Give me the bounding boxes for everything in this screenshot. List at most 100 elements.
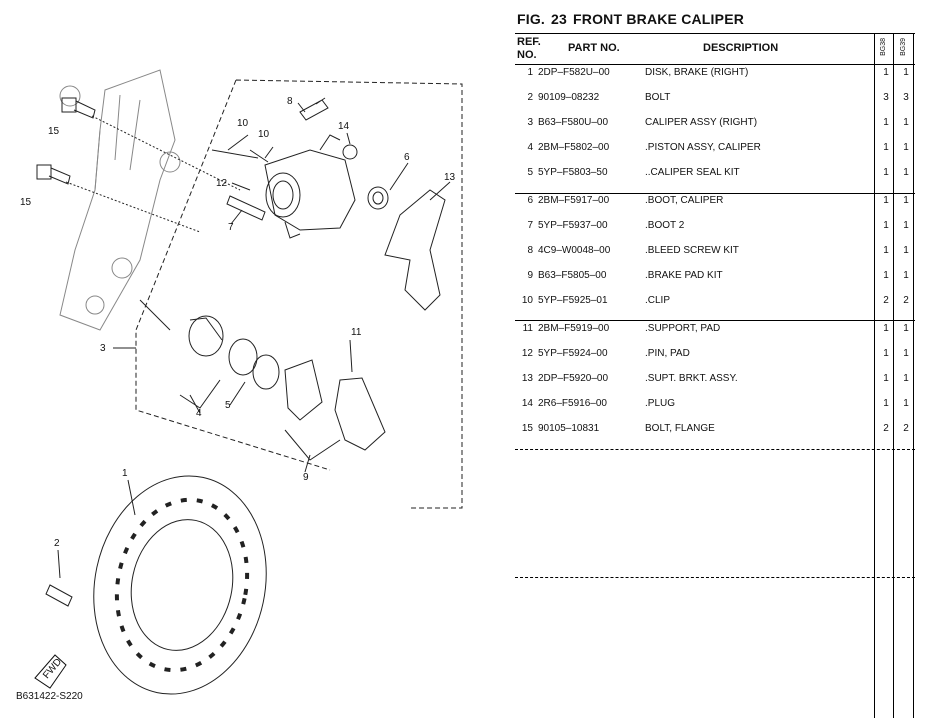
header-part-no: PART NO. xyxy=(568,42,620,54)
row-description: .BOOT, CALIPER xyxy=(645,195,724,206)
row-qty-model-1: 1 xyxy=(883,245,889,256)
caliper-assembly-outline xyxy=(135,79,463,509)
row-description: .BLEED SCREW KIT xyxy=(645,245,739,256)
section-divider xyxy=(515,193,915,194)
figure-number: 23 xyxy=(551,11,568,27)
row-description: DISK, BRAKE (RIGHT) xyxy=(645,67,749,78)
header-ref-line1: REF. xyxy=(517,36,541,48)
section-divider xyxy=(515,320,915,321)
callout-12: 12 xyxy=(216,178,228,189)
row-ref: 7 xyxy=(527,220,533,231)
callout-2: 2 xyxy=(54,538,60,549)
callout-8: 8 xyxy=(287,96,293,107)
row-ref: 12 xyxy=(521,348,533,359)
plug xyxy=(342,144,358,160)
row-part-no: B63–F5805–00 xyxy=(538,270,607,281)
row-description: BOLT, FLANGE xyxy=(645,423,715,434)
disc-bolt xyxy=(45,584,73,607)
row-description: .SUPPORT, PAD xyxy=(645,323,721,334)
row-qty-model-2: 1 xyxy=(903,67,909,78)
row-part-no: B63–F580U–00 xyxy=(538,117,609,128)
table-top-border xyxy=(515,33,915,34)
row-qty-model-2: 1 xyxy=(903,142,909,153)
callout-4: 4 xyxy=(196,408,202,419)
figure-name: FRONT BRAKE CALIPER xyxy=(573,11,745,27)
row-qty-model-2: 2 xyxy=(903,295,909,306)
row-qty-model-1: 1 xyxy=(883,373,889,384)
row-part-no: 5YP–F5803–50 xyxy=(538,167,608,178)
support-bracket xyxy=(384,189,446,311)
callout-10a: 10 xyxy=(237,118,249,129)
row-qty-model-1: 1 xyxy=(883,270,889,281)
callout-1: 1 xyxy=(122,468,128,479)
caliper-body xyxy=(264,134,356,239)
row-ref: 9 xyxy=(527,270,533,281)
header-ref: REF. NO. xyxy=(517,36,541,62)
row-ref: 2 xyxy=(527,92,533,103)
row-qty-model-1: 2 xyxy=(883,295,889,306)
pad-pin xyxy=(226,195,266,221)
row-ref: 6 xyxy=(527,195,533,206)
row-description: .PLUG xyxy=(645,398,676,409)
seal-inner xyxy=(252,354,280,390)
row-qty-model-1: 2 xyxy=(883,423,889,434)
callout-10b: 10 xyxy=(258,129,270,140)
row-qty-model-2: 2 xyxy=(903,423,909,434)
row-description: .BOOT 2 xyxy=(645,220,685,231)
callout-13: 13 xyxy=(444,172,456,183)
section-divider xyxy=(515,577,915,578)
header-divider xyxy=(515,64,915,65)
row-description: .PISTON ASSY, CALIPER xyxy=(645,142,761,153)
callout-14: 14 xyxy=(338,121,350,132)
row-description: .SUPT. BRKT. ASSY. xyxy=(645,373,738,384)
row-part-no: 2BM–F5919–00 xyxy=(538,323,610,334)
header-ref-line2: NO. xyxy=(517,49,537,61)
row-qty-model-2: 1 xyxy=(903,195,909,206)
row-part-no: 5YP–F5925–01 xyxy=(538,295,608,306)
callout-3: 3 xyxy=(100,343,106,354)
callout-labels: 1 2 3 4 5 6 7 8 9 10 10 11 12 13 14 15 1… xyxy=(16,96,456,702)
row-qty-model-2: 1 xyxy=(903,398,909,409)
brake-pad xyxy=(284,359,323,421)
callout-15b: 15 xyxy=(20,197,32,208)
callout-7: 7 xyxy=(228,222,234,233)
row-qty-model-1: 1 xyxy=(883,220,889,231)
row-ref: 4 xyxy=(527,142,533,153)
row-ref: 1 xyxy=(527,67,533,78)
callout-9: 9 xyxy=(303,472,309,483)
row-qty-model-2: 1 xyxy=(903,348,909,359)
row-description: BOLT xyxy=(645,92,671,103)
row-description: .CLIP xyxy=(645,295,671,306)
row-part-no: 5YP–F5924–00 xyxy=(538,348,608,359)
bleed-screw xyxy=(299,97,329,121)
piston xyxy=(188,315,224,357)
row-qty-model-2: 1 xyxy=(903,323,909,334)
row-ref: 15 xyxy=(521,423,533,434)
callout-11: 11 xyxy=(351,327,362,338)
row-qty-model-1: 1 xyxy=(883,398,889,409)
row-qty-model-1: 3 xyxy=(883,92,889,103)
row-part-no: 90109–08232 xyxy=(538,92,600,103)
seal-outer xyxy=(228,338,258,376)
row-ref: 10 xyxy=(521,295,533,306)
header-model-2: BG39 xyxy=(900,38,907,56)
row-description: CALIPER ASSY (RIGHT) xyxy=(645,117,758,128)
row-qty-model-1: 1 xyxy=(883,167,889,178)
column-divider xyxy=(893,33,894,718)
flange-bolt-upper xyxy=(61,97,96,119)
row-part-no: 4C9–W0048–00 xyxy=(538,245,611,256)
row-ref: 13 xyxy=(521,373,533,384)
row-description: .PIN, PAD xyxy=(645,348,690,359)
section-divider xyxy=(515,449,915,450)
